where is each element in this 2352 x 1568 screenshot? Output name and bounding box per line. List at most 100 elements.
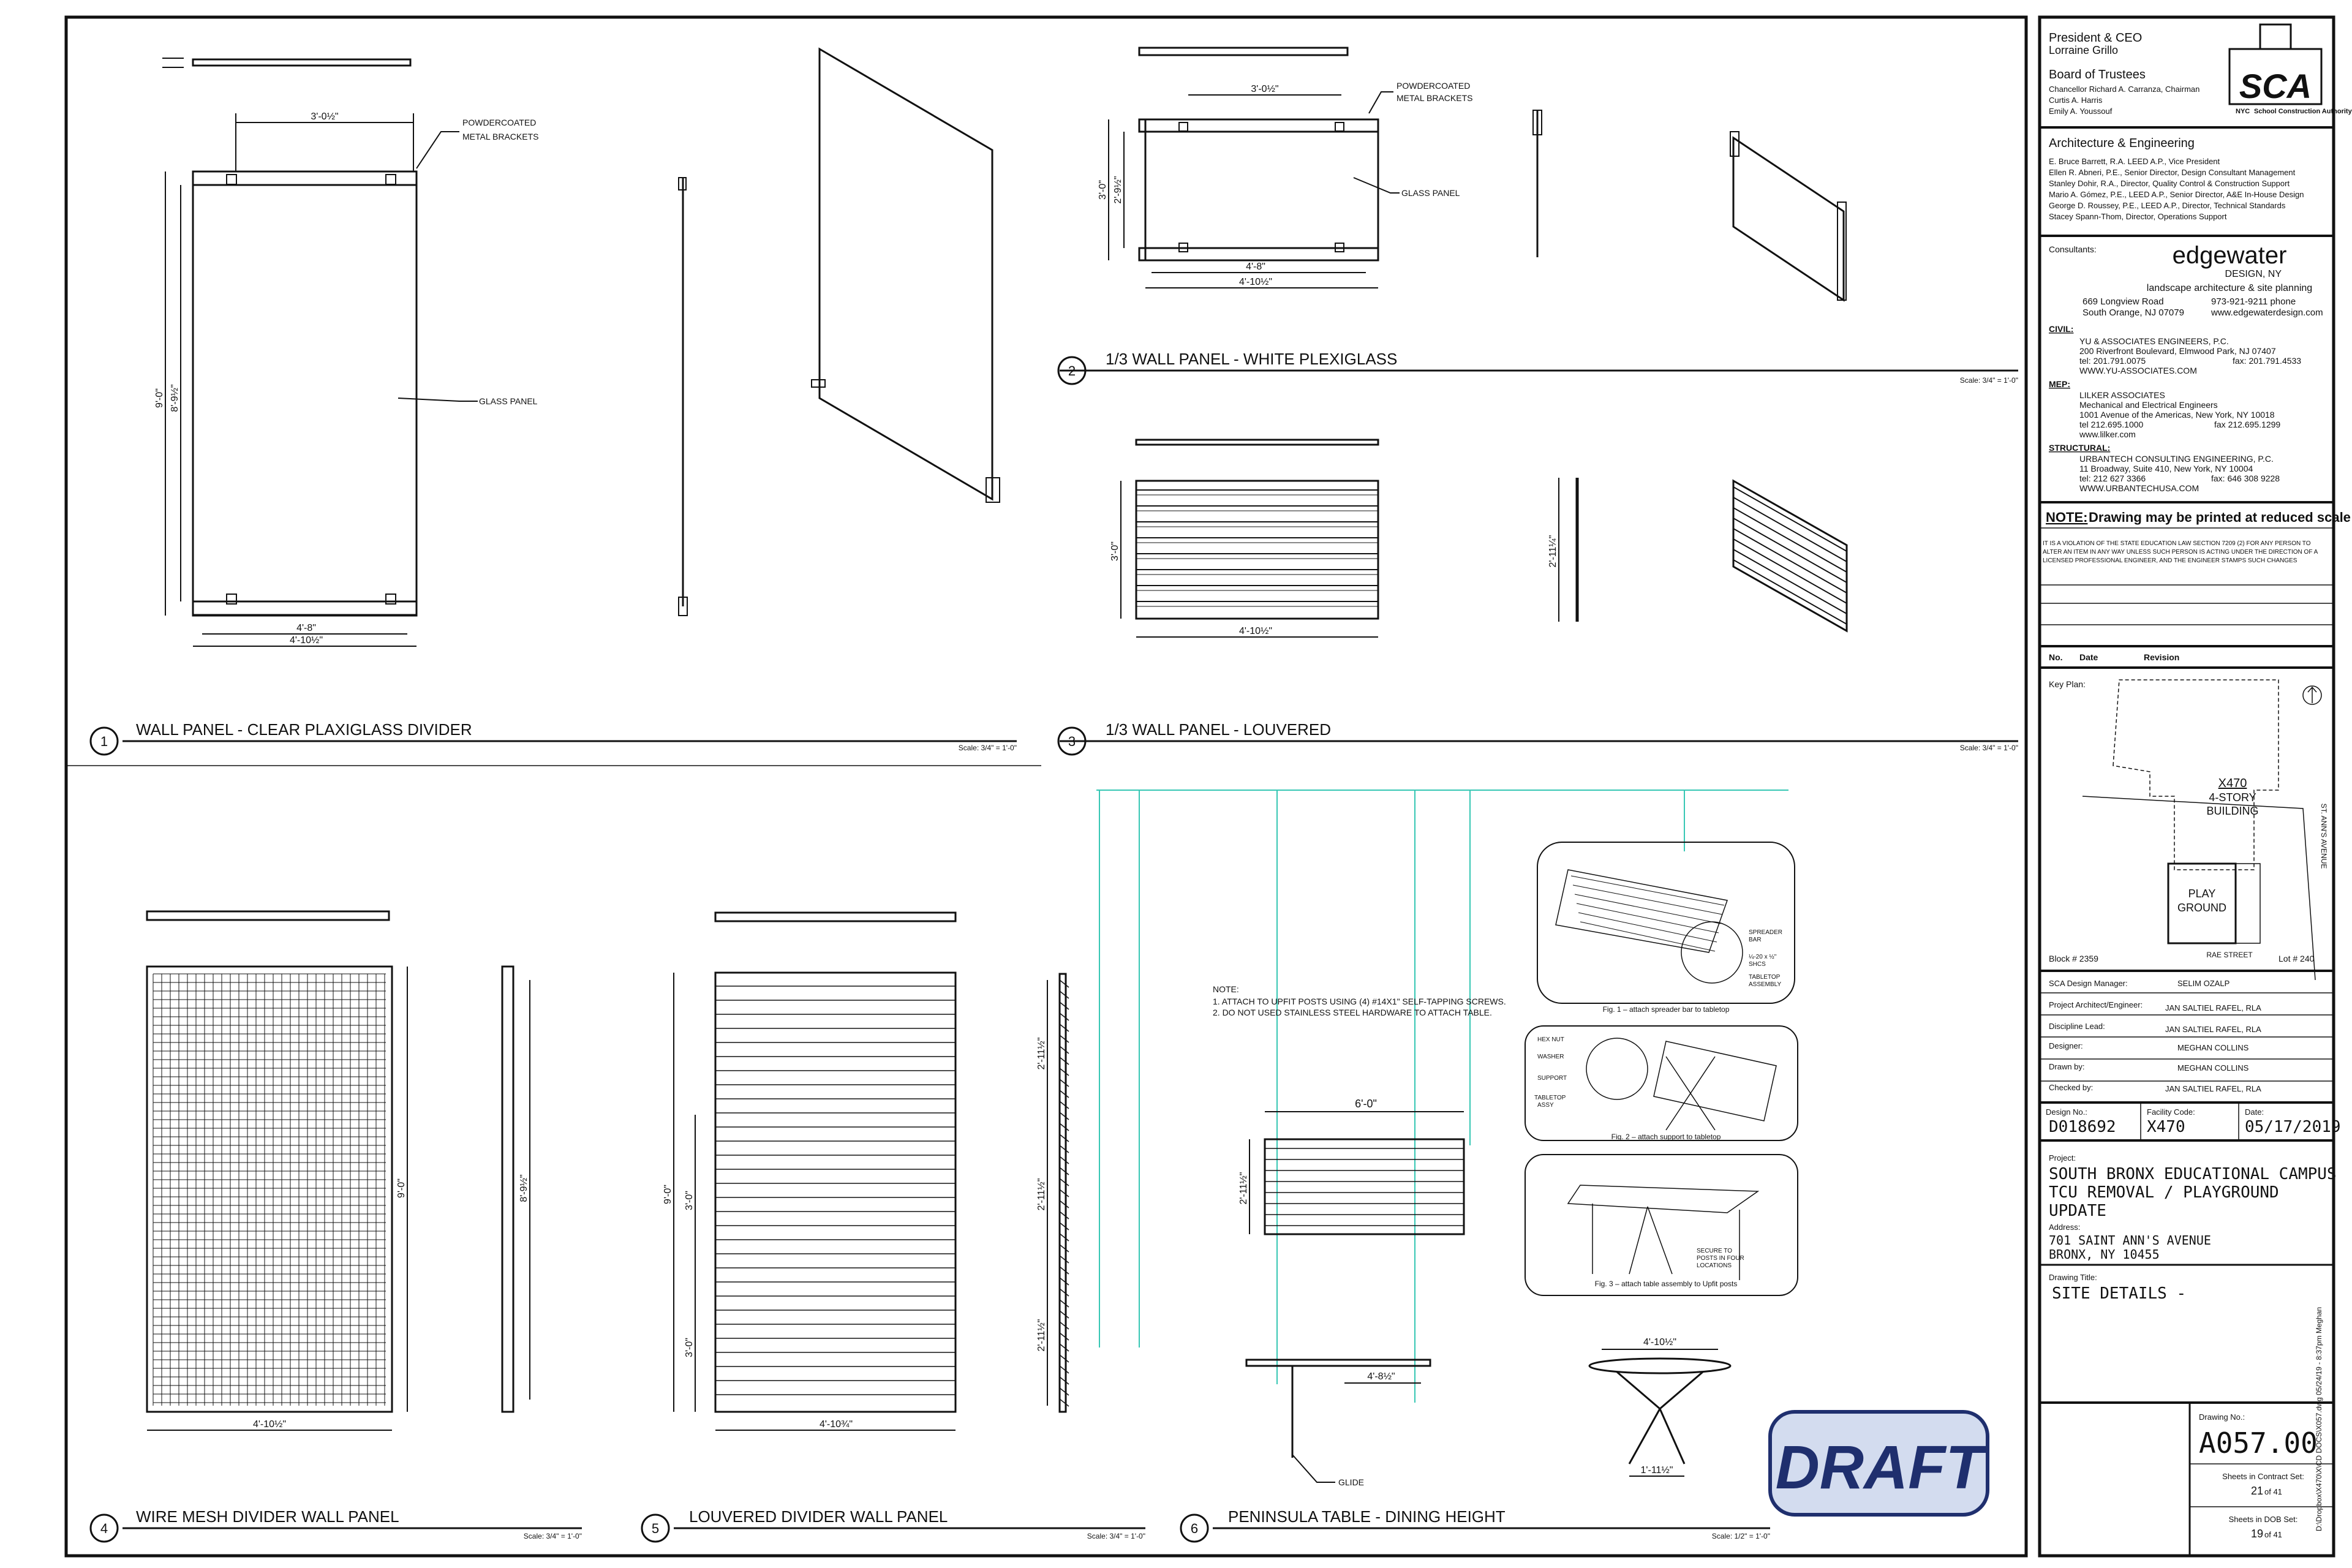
detail-2: 3'-0½" 4'-8" 4'-10½" 3'-0" 2'-9½" POWDER… bbox=[1057, 47, 2018, 385]
svg-text:Stacey Spann-Thom, Director, O: Stacey Spann-Thom, Director, Operations … bbox=[2049, 212, 2227, 221]
detail-5: 4'-10¾" 9'-0" 3'-0" 3'-0" 2'-11½" 2'-11½… bbox=[641, 911, 1145, 1543]
svg-text:tel: 201.791.0075: tel: 201.791.0075 bbox=[2079, 356, 2146, 366]
svg-text:D018692: D018692 bbox=[2049, 1118, 2116, 1136]
svg-text:Emily A. Youssouf: Emily A. Youssouf bbox=[2049, 107, 2113, 116]
svg-text:¼-20 x ½": ¼-20 x ½" bbox=[1749, 953, 1777, 960]
svg-text:WASHER: WASHER bbox=[1537, 1054, 1564, 1060]
svg-text:JAN SALTIEL RAFEL, RLA: JAN SALTIEL RAFEL, RLA bbox=[2165, 1025, 2261, 1034]
svg-text:2'-9½": 2'-9½" bbox=[1113, 176, 1123, 203]
svg-text:X470: X470 bbox=[2147, 1118, 2185, 1136]
svg-text:LICENSED PROFESSIONAL ENGINEER: LICENSED PROFESSIONAL ENGINEER, AND THE … bbox=[2043, 557, 2297, 564]
svg-text:Revision: Revision bbox=[2144, 652, 2179, 662]
svg-text:4-STORY: 4-STORY bbox=[2209, 791, 2256, 804]
svg-text:BUILDING: BUILDING bbox=[2206, 805, 2258, 817]
svg-text:Lorraine Grillo: Lorraine Grillo bbox=[2049, 44, 2118, 56]
svg-text:4: 4 bbox=[100, 1521, 108, 1536]
svg-text:POWDERCOATED: POWDERCOATED bbox=[462, 118, 536, 127]
svg-text:Chancellor Richard A. Carranza: Chancellor Richard A. Carranza, Chairman bbox=[2049, 85, 2199, 94]
svg-text:tel 212.695.1000: tel 212.695.1000 bbox=[2079, 420, 2144, 429]
svg-text:School Construction Authority: School Construction Authority bbox=[2254, 108, 2352, 115]
svg-text:SECURE TO: SECURE TO bbox=[1697, 1248, 1732, 1254]
svg-text:11 Broadway, Suite 410, New Yo: 11 Broadway, Suite 410, New York, NY 100… bbox=[2079, 464, 2253, 473]
svg-text:STRUCTURAL:: STRUCTURAL: bbox=[2049, 443, 2110, 453]
detail-6: NOTE: 1. ATTACH TO UPFIT POSTS USING (4)… bbox=[1096, 790, 1798, 1543]
svg-text:21: 21 bbox=[2251, 1485, 2263, 1497]
svg-text:CIVIL:: CIVIL: bbox=[2049, 324, 2073, 334]
svg-text:Mario A. Gómez, P.E., LEED A.P: Mario A. Gómez, P.E., LEED A.P., Senior … bbox=[2049, 190, 2304, 199]
svg-text:DRAFT: DRAFT bbox=[1776, 1433, 1988, 1502]
svg-text:Project Architect/Engineer:: Project Architect/Engineer: bbox=[2049, 1000, 2143, 1009]
svg-text:HEX NUT: HEX NUT bbox=[1537, 1036, 1564, 1043]
svg-text:Date:: Date: bbox=[2245, 1107, 2264, 1117]
svg-text:Date: Date bbox=[2079, 652, 2098, 662]
svg-text:6: 6 bbox=[1191, 1521, 1198, 1536]
svg-text:DESIGN, NY: DESIGN, NY bbox=[2225, 269, 2282, 279]
svg-text:TABLETOP: TABLETOP bbox=[1749, 974, 1781, 981]
svg-text:Board of Trustees: Board of Trustees bbox=[2049, 68, 2146, 81]
svg-text:Drawn by:: Drawn by: bbox=[2049, 1062, 2085, 1071]
svg-text:4'-10½": 4'-10½" bbox=[1643, 1337, 1676, 1348]
detail-title: 1/3 WALL PANEL - WHITE PLEXIGLASS bbox=[1106, 350, 1397, 368]
svg-text:E. Bruce Barrett, R.A. LEED A.: E. Bruce Barrett, R.A. LEED A.P., Vice P… bbox=[2049, 157, 2220, 166]
svg-text:METAL BRACKETS: METAL BRACKETS bbox=[462, 132, 538, 141]
svg-text:WWW.YU-ASSOCIATES.COM: WWW.YU-ASSOCIATES.COM bbox=[2079, 366, 2197, 375]
svg-text:D:\Dropbox\X470\X\CD DOCS\X057: D:\Dropbox\X470\X\CD DOCS\X057.dwg 05/24… bbox=[2315, 1307, 2323, 1531]
svg-text:Sheets in Contract Set:: Sheets in Contract Set: bbox=[2222, 1472, 2304, 1481]
svg-text:Fig. 2 – attach support to tab: Fig. 2 – attach support to tabletop bbox=[1611, 1133, 1721, 1141]
svg-text:of 41: of 41 bbox=[2264, 1487, 2282, 1496]
svg-text:Drawing No.:: Drawing No.: bbox=[2199, 1412, 2245, 1422]
svg-text:4'-10½": 4'-10½" bbox=[253, 1419, 286, 1430]
svg-text:1: 1 bbox=[100, 734, 108, 749]
svg-text:of 41: of 41 bbox=[2264, 1530, 2282, 1539]
svg-text:Address:: Address: bbox=[2049, 1223, 2080, 1232]
svg-text:4'-8": 4'-8" bbox=[296, 623, 316, 633]
svg-text:Ellen R. Abneri, P.E., Senior: Ellen R. Abneri, P.E., Senior Director, … bbox=[2049, 168, 2296, 177]
svg-text:POWDERCOATED: POWDERCOATED bbox=[1396, 81, 1470, 91]
svg-text:6'-0": 6'-0" bbox=[1355, 1098, 1377, 1110]
svg-text:WWW.URBANTECHUSA.COM: WWW.URBANTECHUSA.COM bbox=[2079, 483, 2199, 493]
svg-text:Designer:: Designer: bbox=[2049, 1041, 2083, 1050]
svg-text:IT IS A VIOLATION OF THE STAT: IT IS A VIOLATION OF THE STATE EDUCATION… bbox=[2043, 540, 2311, 547]
svg-text:Block # 2359: Block # 2359 bbox=[2049, 954, 2098, 963]
svg-text:5: 5 bbox=[652, 1521, 659, 1536]
svg-text:3'-0": 3'-0" bbox=[684, 1338, 695, 1357]
svg-text:Sheets in DOB Set:: Sheets in DOB Set: bbox=[2229, 1515, 2298, 1524]
svg-text:fax: 646 308 9228: fax: 646 308 9228 bbox=[2211, 473, 2280, 483]
svg-text:SHCS: SHCS bbox=[1749, 961, 1766, 968]
svg-text:1. ATTACH TO UPFIT POSTS USI: 1. ATTACH TO UPFIT POSTS USING (4) #14X1… bbox=[1213, 997, 1506, 1006]
svg-text:UPDATE: UPDATE bbox=[2049, 1202, 2106, 1220]
svg-text:POSTS IN FOUR: POSTS IN FOUR bbox=[1697, 1255, 1744, 1262]
svg-text:BRONX, NY 10455: BRONX, NY 10455 bbox=[2049, 1247, 2160, 1262]
svg-text:ALTER AN ITEM IN ANY WAY UNLES: ALTER AN ITEM IN ANY WAY UNLESS SUCH PER… bbox=[2043, 549, 2318, 556]
svg-text:Checked by:: Checked by: bbox=[2049, 1083, 2093, 1092]
svg-text:19: 19 bbox=[2251, 1528, 2263, 1540]
svg-text:No.: No. bbox=[2049, 652, 2063, 662]
svg-text:RAE STREET: RAE STREET bbox=[2206, 951, 2253, 959]
sca-logo-icon bbox=[2228, 23, 2323, 105]
svg-text:ST. ANN'S AVENUE: ST. ANN'S AVENUE bbox=[2320, 804, 2328, 869]
drawing-border bbox=[64, 15, 2028, 1558]
fig-2-frame bbox=[1525, 1025, 1798, 1141]
svg-text:200 Riverfront Boulevard, Elmw: 200 Riverfront Boulevard, Elmwood Park, … bbox=[2079, 346, 2276, 356]
detail-title: WIRE MESH DIVIDER WALL PANEL bbox=[136, 1507, 399, 1526]
svg-text:9'-0": 9'-0" bbox=[154, 388, 165, 408]
svg-text:2'-11½": 2'-11½" bbox=[1036, 1319, 1047, 1352]
svg-text:Scale: 1/2" = 1'-0": Scale: 1/2" = 1'-0" bbox=[1712, 1532, 1770, 1540]
svg-text:3'-0": 3'-0" bbox=[1110, 541, 1120, 561]
svg-text:9'-0": 9'-0" bbox=[663, 1185, 673, 1204]
svg-text:LOCATIONS: LOCATIONS bbox=[1697, 1262, 1732, 1269]
svg-text:Drawing may be printed at redu: Drawing may be printed at reduced scale bbox=[2089, 510, 2351, 525]
svg-text:3'-0½": 3'-0½" bbox=[311, 111, 338, 122]
svg-text:SUPPORT: SUPPORT bbox=[1537, 1075, 1567, 1082]
svg-text:TCU REMOVAL / PLAYGROUND: TCU REMOVAL / PLAYGROUND bbox=[2049, 1183, 2279, 1202]
svg-text:landscape architecture & site: landscape architecture & site planning bbox=[2147, 283, 2312, 293]
detail-number-circle bbox=[89, 1513, 119, 1543]
svg-text:MEGHAN COLLINS: MEGHAN COLLINS bbox=[2177, 1063, 2249, 1072]
svg-text:www.lilker.com: www.lilker.com bbox=[2079, 429, 2136, 439]
svg-text:MEGHAN COLLINS: MEGHAN COLLINS bbox=[2177, 1043, 2249, 1052]
svg-text:President & CEO: President & CEO bbox=[2049, 31, 2142, 45]
svg-text:NOTE:: NOTE: bbox=[1213, 984, 1239, 994]
svg-text:South Orange, NJ 07079: South Orange, NJ 07079 bbox=[2082, 307, 2184, 318]
svg-text:SITE DETAILS -: SITE DETAILS - bbox=[2052, 1284, 2186, 1303]
